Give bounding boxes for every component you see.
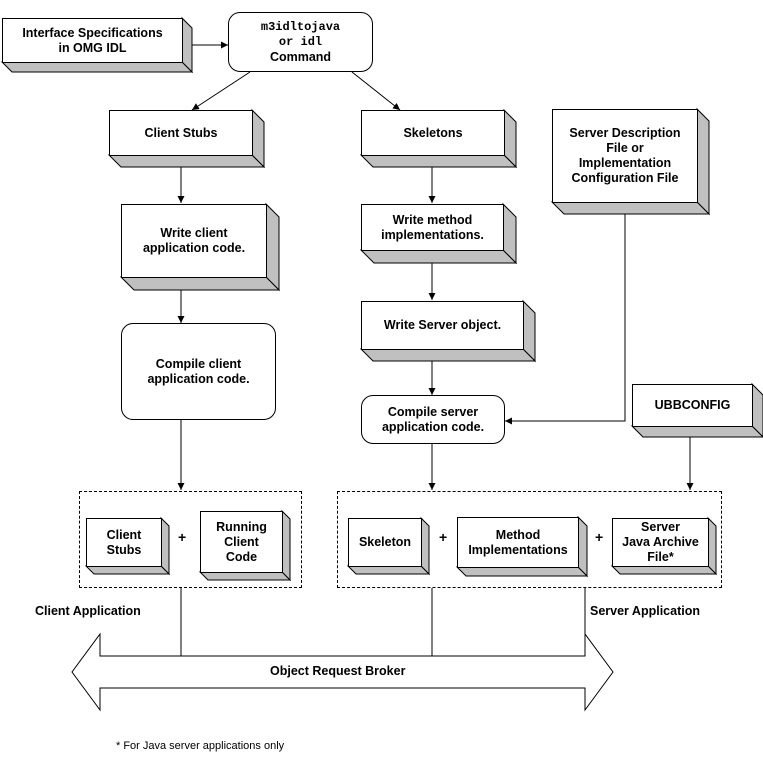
compile-server-line-2: application code. bbox=[381, 419, 485, 434]
client-stubs-box: Client Stubs bbox=[109, 110, 253, 156]
command-line-1: m3idltojava bbox=[260, 19, 341, 34]
idl-spec-box: Interface Specifications in OMG IDL bbox=[2, 18, 183, 63]
server-application-group bbox=[337, 491, 722, 588]
method-impl-line-2: Implementations bbox=[468, 542, 568, 557]
server-description-line-2: File or bbox=[606, 141, 644, 155]
server-description-box: Server Description File or Implementatio… bbox=[552, 109, 698, 203]
client-stubs-label: Client Stubs bbox=[144, 125, 218, 140]
java-archive-line-2: Java Archive bbox=[622, 535, 699, 549]
method-implementations-box: Method Implementations bbox=[457, 517, 579, 568]
compile-client-line-1: Compile client bbox=[155, 356, 242, 371]
command-box: m3idltojava or idl Command bbox=[228, 12, 373, 72]
write-client-line-1: Write client bbox=[160, 226, 228, 240]
server-application-label: Server Application bbox=[590, 604, 700, 618]
compile-server-line-1: Compile server bbox=[387, 404, 479, 419]
connectors bbox=[71, 41, 694, 712]
client-plus-sign: + bbox=[178, 529, 187, 545]
skeletons-box: Skeletons bbox=[361, 110, 505, 156]
client-app-stubs-box: Client Stubs bbox=[86, 518, 162, 567]
running-client-line-3: Code bbox=[225, 549, 258, 564]
write-client-code-box: Write client application code. bbox=[121, 204, 267, 278]
server-plus-sign-2: + bbox=[595, 529, 604, 545]
orb-label: Object Request Broker bbox=[270, 664, 406, 678]
write-server-object-label: Write Server object. bbox=[383, 318, 502, 332]
ubbconfig-label: UBBCONFIG bbox=[654, 398, 731, 412]
idl-spec-line-2: in OMG IDL bbox=[58, 40, 127, 55]
server-description-line-3: Implementation bbox=[578, 156, 672, 170]
server-app-skeleton-label: Skeleton bbox=[358, 535, 412, 549]
client-app-stubs-line-2: Stubs bbox=[106, 542, 142, 557]
write-method-line-1: Write method bbox=[392, 212, 473, 227]
client-app-stubs-line-1: Client bbox=[106, 527, 142, 542]
command-line-3: Command bbox=[269, 49, 332, 64]
method-impl-line-1: Method bbox=[495, 527, 541, 542]
compile-server-box: Compile server application code. bbox=[361, 395, 505, 444]
skeletons-label: Skeletons bbox=[403, 125, 463, 140]
java-archive-line-3: File* bbox=[647, 550, 674, 564]
server-plus-sign-1: + bbox=[439, 529, 448, 545]
server-description-line-1: Server Description bbox=[569, 126, 681, 140]
client-application-label: Client Application bbox=[35, 604, 141, 618]
write-client-line-2: application code. bbox=[142, 241, 246, 255]
java-archive-line-1: Server bbox=[641, 520, 680, 534]
server-app-skeleton-box: Skeleton bbox=[348, 518, 422, 567]
write-method-impl-box: Write method implementations. bbox=[361, 204, 504, 251]
box-depth-faces bbox=[0, 16, 763, 582]
server-description-line-4: Configuration File bbox=[571, 171, 679, 185]
footnote: * For Java server applications only bbox=[116, 740, 285, 752]
client-application-group bbox=[79, 491, 302, 588]
ubbconfig-box: UBBCONFIG bbox=[632, 384, 753, 427]
idl-spec-line-1: Interface Specifications bbox=[22, 25, 163, 40]
write-method-line-2: implementations. bbox=[381, 227, 484, 242]
compile-client-line-2: application code. bbox=[147, 371, 250, 386]
running-client-line-2: Client bbox=[224, 534, 259, 549]
compile-client-box: Compile client application code. bbox=[121, 323, 276, 420]
java-archive-box: Server Java Archive File* bbox=[612, 518, 709, 567]
running-client-code-box: Running Client Code bbox=[200, 511, 283, 573]
write-server-object-box: Write Server object. bbox=[361, 301, 524, 350]
running-client-line-1: Running bbox=[216, 519, 267, 534]
command-line-2: or idl bbox=[278, 34, 323, 49]
